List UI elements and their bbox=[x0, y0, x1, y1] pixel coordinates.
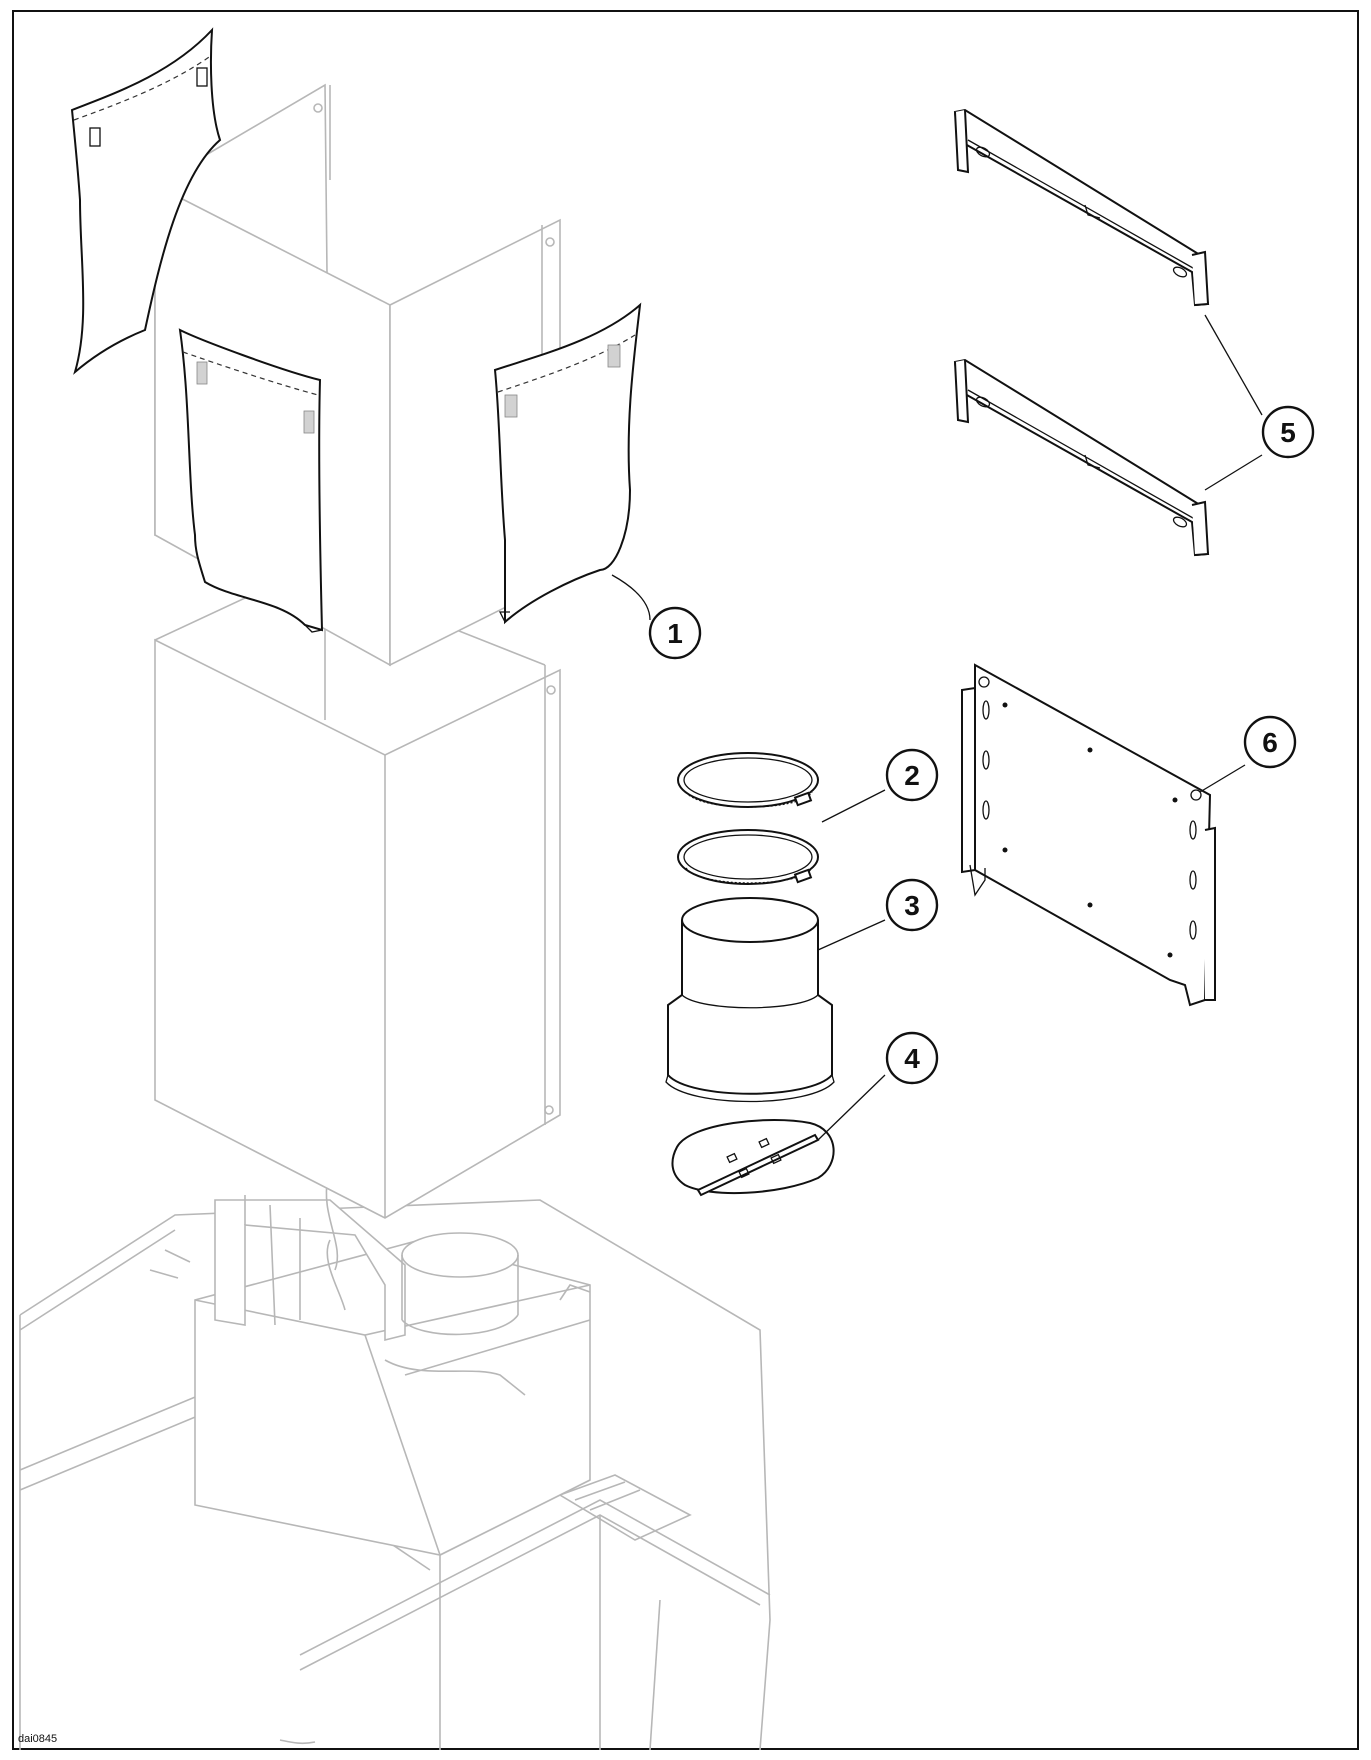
lower-chimney bbox=[154, 569, 561, 1219]
diagram-frame bbox=[12, 10, 1359, 1750]
decal-sheets bbox=[70, 27, 642, 633]
svg-text:5: 5 bbox=[1280, 417, 1296, 448]
callout-4: 4 bbox=[885, 1031, 939, 1085]
duct-transition bbox=[665, 897, 835, 1103]
damper bbox=[671, 1119, 835, 1197]
drawing-number: dai0845 bbox=[18, 1733, 58, 1745]
chimney-bracket-upper bbox=[953, 108, 1210, 307]
hose-clamps bbox=[677, 752, 819, 885]
svg-text:4: 4 bbox=[904, 1043, 920, 1074]
svg-text:3: 3 bbox=[904, 890, 920, 921]
svg-text:1: 1 bbox=[667, 618, 683, 649]
leader-lines bbox=[611, 314, 1263, 1141]
mounting-plate bbox=[961, 663, 1216, 1007]
callout-6: 6 bbox=[1243, 715, 1297, 769]
range-hood-body bbox=[19, 1177, 771, 1751]
chimney-bracket-lower bbox=[953, 358, 1210, 557]
callout-3: 3 bbox=[885, 878, 939, 932]
callout-1: 1 bbox=[648, 606, 702, 660]
svg-text:2: 2 bbox=[904, 760, 920, 791]
callout-5: 5 bbox=[1261, 405, 1315, 459]
callout-2: 2 bbox=[885, 748, 939, 802]
svg-text:6: 6 bbox=[1262, 727, 1278, 758]
